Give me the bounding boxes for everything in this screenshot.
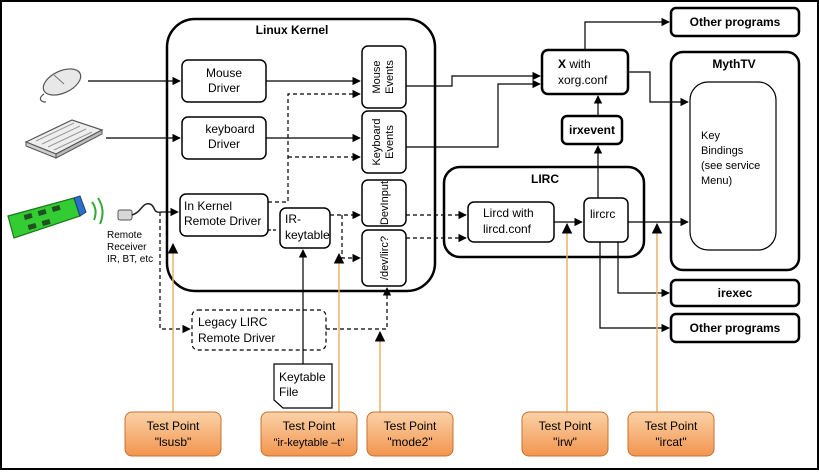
ir-keytable-label-2: keytable xyxy=(285,228,330,242)
x-server-label-1: X with xyxy=(558,57,591,71)
test-point-ircat: Test Point "ircat" xyxy=(627,411,715,457)
devinput-box xyxy=(361,179,407,227)
receiver-label-1: Remote xyxy=(107,230,142,241)
lircrc-to-irexec-arrow xyxy=(617,242,670,298)
mouse-events-label-2: Events xyxy=(384,60,396,94)
receiver-icon xyxy=(117,203,163,221)
receiver-label-2: Receiver xyxy=(107,242,147,253)
keyboard-events-label-1: Keyboard xyxy=(371,118,383,165)
test-point-ircat-title: Test Point xyxy=(645,419,698,433)
legacy-to-devlirc-dashed xyxy=(326,287,392,330)
other-programs-top-label: Other programs xyxy=(690,15,781,29)
irxevent-label: irxevent xyxy=(569,123,615,137)
in-kernel-remote-label-1: In Kernel xyxy=(184,199,232,213)
keytable-file-label-1: Keytable xyxy=(279,370,326,384)
test-point-lsusb-title: Test Point xyxy=(147,419,200,433)
test-point-irw: Test Point "irw" xyxy=(521,411,609,457)
lircrc-label: lircrc xyxy=(590,207,615,221)
other-programs-bottom-label: Other programs xyxy=(690,321,781,335)
ir-keytable-label-1: IR- xyxy=(285,212,301,226)
other-programs-bottom-box xyxy=(669,312,801,344)
test-point-mode2: Test Point "mode2" xyxy=(366,411,454,457)
irxevent-box xyxy=(560,114,624,146)
test-point-lsusb-cmd: "lsusb" xyxy=(155,435,192,449)
lircrc-to-other-programs-arrow xyxy=(599,242,670,333)
test-point-mode2-cmd: "mode2" xyxy=(387,435,432,449)
key-bindings-label-4: Menu) xyxy=(701,175,732,187)
key-bindings-box xyxy=(689,81,777,251)
test-point-irkeytable: Test Point "ir-keytable –t" xyxy=(260,411,358,457)
mouse-events-to-x-arrow xyxy=(406,71,541,87)
keytable-file-label-2: File xyxy=(279,385,299,399)
test-point-lsusb: Test Point "lsusb" xyxy=(124,411,222,457)
mouse-driver-label-2: Driver xyxy=(208,81,240,95)
keyboard-icon xyxy=(24,119,104,159)
x-to-other-programs-arrow xyxy=(584,17,670,50)
keyboard-events-label-2: Events xyxy=(384,125,396,159)
lircd-label-2: lircd.conf xyxy=(483,222,532,236)
keyboard-driver-label-2: Driver xyxy=(208,137,240,151)
irexec-box xyxy=(669,278,801,308)
remote-to-mouse-events-dashed xyxy=(268,89,361,203)
keyboard-events-box xyxy=(361,110,407,174)
test-point-mode2-title: Test Point xyxy=(384,419,437,433)
devlirc-box xyxy=(361,229,407,287)
devlirc-label: /dev/lirc? xyxy=(379,236,391,280)
in-kernel-remote-label-2: Remote Driver xyxy=(184,214,261,228)
receiver-to-legacy-dashed xyxy=(159,212,191,334)
ir-keytable-box xyxy=(279,207,331,249)
key-bindings-label-1: Key xyxy=(701,130,720,142)
irexec-label: irexec xyxy=(718,286,753,300)
receiver-label-3: IR, BT, etc xyxy=(107,254,153,265)
keyboard-driver-label-1: keyboard xyxy=(205,122,254,136)
test-point-irkeytable-cmd: "ir-keytable –t" xyxy=(274,437,345,449)
devinput-label: DevInput xyxy=(379,181,391,225)
lircrc-box xyxy=(583,197,629,243)
keyboard-events-to-x-arrow xyxy=(406,79,541,148)
x-server-label-2: xorg.conf xyxy=(558,73,608,87)
linux-kernel-title: Linux Kernel xyxy=(256,23,329,37)
mouse-events-box xyxy=(361,45,407,109)
lircd-label-1: Lircd with xyxy=(483,206,534,220)
mythtv-title: MythTV xyxy=(712,57,755,71)
test-point-irkeytable-title: Test Point xyxy=(283,419,336,433)
legacy-lirc-label-1: Legacy LIRC xyxy=(198,315,268,329)
test-point-irw-cmd: "irw" xyxy=(553,435,577,449)
legacy-lirc-driver-box xyxy=(191,309,327,351)
in-kernel-remote-driver-box xyxy=(179,193,269,237)
mouse-driver-label-1: Mouse xyxy=(206,66,242,80)
other-programs-top-box xyxy=(669,6,801,38)
lirc-title: LIRC xyxy=(531,172,559,186)
test-point-irw-title: Test Point xyxy=(539,419,592,433)
test-point-ircat-cmd: "ircat" xyxy=(655,435,686,449)
mouse-events-label-1: Mouse xyxy=(371,60,383,93)
mouse-icon xyxy=(39,68,82,103)
remote-control-icon xyxy=(7,195,104,239)
keytable-file-icon xyxy=(273,363,333,409)
x-to-mythtv-arrow xyxy=(628,71,689,107)
legacy-lirc-label-2: Remote Driver xyxy=(198,331,275,345)
key-bindings-label-3: (see service xyxy=(701,160,760,172)
key-bindings-label-2: Bindings xyxy=(701,145,744,157)
